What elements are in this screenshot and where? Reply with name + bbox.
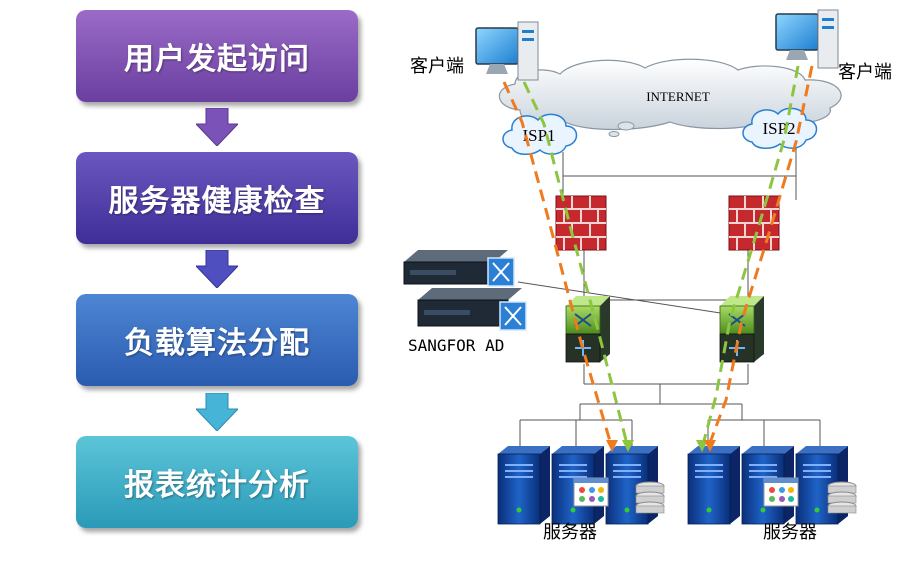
step-report-analysis: 报表统计分析 <box>76 436 358 528</box>
internet-label: INTERNET <box>646 89 710 104</box>
switch-icon <box>719 295 765 363</box>
client-computer-icon-left <box>475 21 539 81</box>
server-group-label-left: 服务器 <box>543 522 597 543</box>
application-window-icon <box>573 477 609 507</box>
down-arrow-icon <box>196 250 238 288</box>
firewall-icon <box>555 195 607 251</box>
arrowheads <box>606 440 716 452</box>
step-user-access: 用户发起访问 <box>76 10 358 102</box>
client-label-right: 客户端 <box>838 62 892 83</box>
application-window-icon <box>763 477 799 507</box>
sangfor-ad-device-icon <box>403 250 527 331</box>
database-disk-icon <box>635 481 665 514</box>
step-label: 负载算法分配 <box>124 326 310 361</box>
network-links <box>517 148 821 446</box>
step-load-algorithm: 负载算法分配 <box>76 294 358 386</box>
sangfor-ad-label: SANGFOR AD <box>408 336 504 355</box>
server-icon <box>687 445 741 525</box>
traffic-paths <box>502 65 814 449</box>
step-label: 报表统计分析 <box>124 468 310 503</box>
isp2-cloud-icon <box>742 107 818 149</box>
step-label: 服务器健康检查 <box>108 184 326 219</box>
server-group-label-right: 服务器 <box>763 522 817 543</box>
down-arrow-icon <box>196 393 238 431</box>
client-computer-icon-right <box>775 9 839 69</box>
internet-cloud-icon <box>498 58 842 137</box>
isp2-label: ISP2 <box>762 119 795 138</box>
down-arrow-icon <box>196 108 238 146</box>
step-label: 用户发起访问 <box>124 42 310 77</box>
database-disk-icon <box>827 481 857 514</box>
client-label-left: 客户端 <box>410 56 464 77</box>
step-health-check: 服务器健康检查 <box>76 152 358 244</box>
server-icon <box>497 445 551 525</box>
